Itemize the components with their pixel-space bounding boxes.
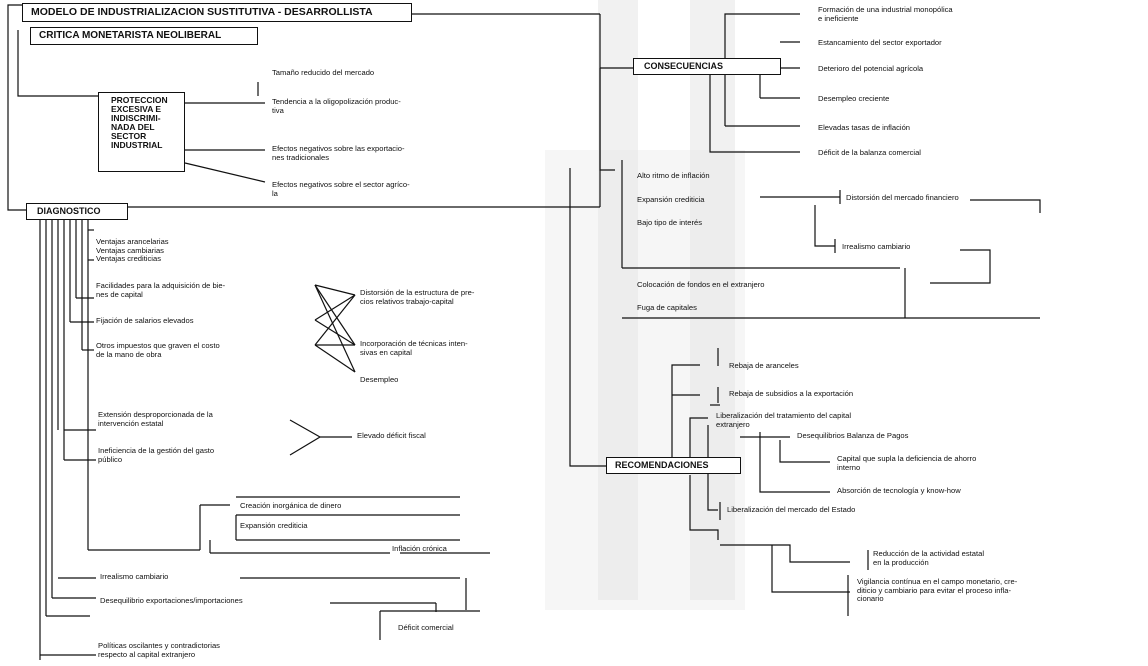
subtitle-box: CRITICA MONETARISTA NEOLIBERAL <box>30 27 258 45</box>
watermark-bar-top <box>598 0 638 600</box>
diag-irrealismo: Irrealismo cambiario <box>100 572 169 581</box>
consecuencia-1: Formación de una industrial monopólica e… <box>818 5 953 23</box>
diag-desempleo: Desempleo <box>360 375 399 384</box>
diag-ventajas: Ventajas arancelarias Ventajas cambiaria… <box>96 237 169 263</box>
fin-irrealismo: Irrealismo cambiario <box>842 242 911 251</box>
rec-4: Liberalización del mercado del Estado <box>727 505 856 514</box>
diagnostico-box: DIAGNOSTICO <box>26 203 128 220</box>
diag-fijacion: Fijación de salarios elevados <box>96 316 194 325</box>
proteccion-effect-1: Tendencia a la oligopolización produc- t… <box>272 97 401 115</box>
proteccion-top-note: Tamaño reducido del mercado <box>272 68 375 77</box>
diag-incorporacion: Incorporación de técnicas inten- sivas e… <box>360 339 468 357</box>
fin-outflow-2: Fuga de capitales <box>637 303 697 312</box>
proteccion-box: PROTECCION EXCESIVA E INDISCRIMI- NADA D… <box>98 92 185 172</box>
diag-distorsion-precios: Distorsión de la estructura de pre- cios… <box>360 288 475 306</box>
rec-sub-3: Absorción de tecnología y know-how <box>837 486 961 495</box>
rec-sub-1: Desequilibrios Balanza de Pagos <box>797 431 909 440</box>
rec-6: Vigilancia contínua en el campo monetari… <box>857 577 1018 603</box>
diag-otros: Otros impuestos que graven el costo de l… <box>96 341 220 359</box>
rec-3: Liberalización del tratamiento del capit… <box>716 411 852 429</box>
diag-deficit-fiscal: Elevado déficit fiscal <box>357 431 426 440</box>
rec-sub-2: Capital que supla la deficiencia de ahor… <box>837 454 977 472</box>
consecuencia-4: Desempleo creciente <box>818 94 890 103</box>
rec-5: Reducción de la actividad estatal en la … <box>873 549 985 567</box>
diag-creacion: Creación inorgánica de dinero <box>240 501 342 510</box>
rec-2: Rebaja de subsidios a la exportación <box>729 389 854 398</box>
fin-cause-1: Alto ritmo de inflación <box>637 171 710 180</box>
fin-distorsion: Distorsión del mercado financiero <box>846 193 959 202</box>
fin-cause-2: Expansión crediticia <box>637 195 705 204</box>
consecuencia-5: Elevadas tasas de inflación <box>818 123 911 132</box>
title-box: MODELO DE INDUSTRIALIZACION SUSTITUTIVA … <box>22 3 412 22</box>
consecuencia-3: Deterioro del potencial agrícola <box>818 64 924 73</box>
diag-expansion: Expansión crediticia <box>240 521 308 530</box>
rec-1: Rebaja de aranceles <box>729 361 799 370</box>
diag-ineficiencia: Ineficiencia de la gestión del gasto púb… <box>98 446 215 464</box>
watermark-bar-right <box>690 0 735 600</box>
consecuencia-6: Déficit de la balanza comercial <box>818 148 921 157</box>
diag-inflacion-cronica: Inflación crónica <box>392 544 447 553</box>
diag-politicas: Políticas oscilantes y contradictorias r… <box>98 641 220 659</box>
diag-extension: Extensión desproporcionada de la interve… <box>98 410 213 428</box>
fin-cause-3: Bajo tipo de interés <box>637 218 703 227</box>
diag-desequilibrio: Desequilibrio exportaciones/importacione… <box>100 596 243 605</box>
diag-facilidades: Facilidades para la adquisición de bie- … <box>96 281 226 299</box>
recomendaciones-box: RECOMENDACIONES <box>606 457 741 474</box>
consecuencia-2: Estancamiento del sector exportador <box>818 38 942 47</box>
fin-outflow-1: Colocación de fondos en el extranjero <box>637 280 765 289</box>
watermark-block <box>545 150 745 610</box>
proteccion-effect-2: Efectos negativos sobre las exportacio- … <box>272 144 405 162</box>
consecuencias-box: CONSECUENCIAS <box>633 58 781 75</box>
diag-deficit-comercial: Déficit comercial <box>398 623 454 632</box>
proteccion-effect-3: Efectos negativos sobre el sector agríco… <box>272 180 410 198</box>
